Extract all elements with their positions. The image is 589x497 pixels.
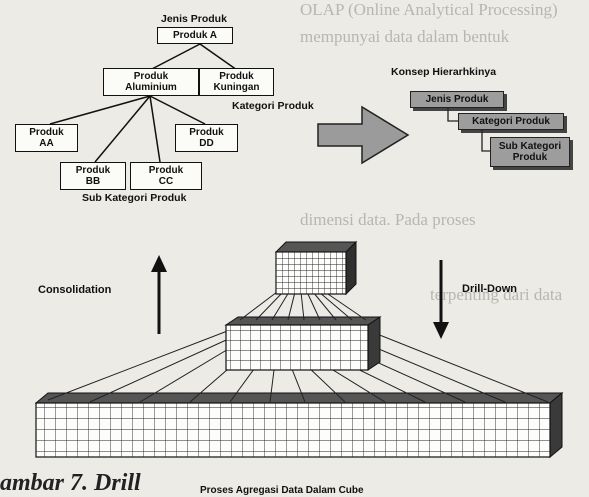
bottom-fragment-text: ambar 7. Drill [0, 470, 141, 497]
middle-cube [226, 317, 380, 370]
top-to-middle-lines [240, 292, 366, 320]
cube-caption: Proses Agregasi Data Dalam Cube [200, 485, 364, 496]
bottom-cube-slab [36, 393, 562, 457]
top-cube [276, 242, 356, 294]
